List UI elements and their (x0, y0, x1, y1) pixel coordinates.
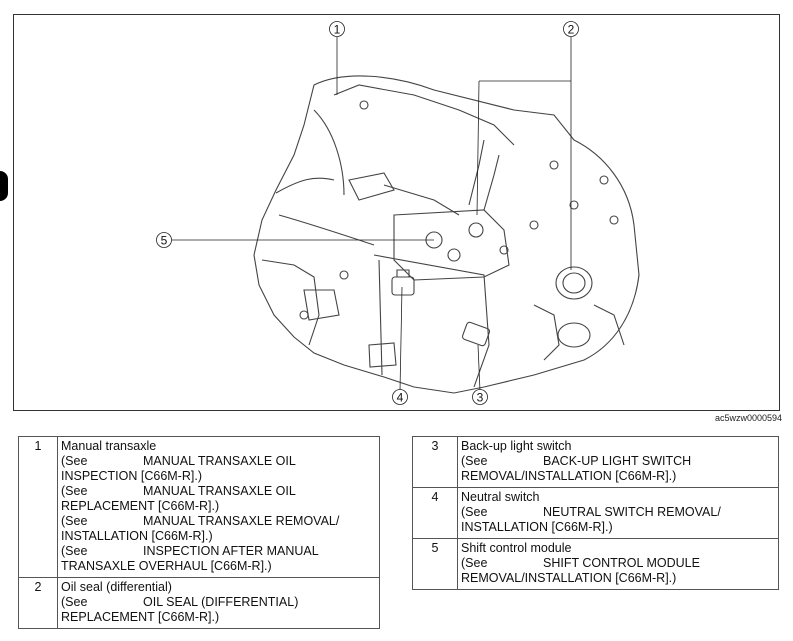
reference-title-continued: REPLACEMENT [C66M-R].) (61, 610, 220, 624)
reference-title: OIL SEAL (DIFFERENTIAL) (143, 595, 299, 609)
reference-title-continued: INSTALLATION [C66M-R].) (61, 529, 213, 543)
reference-title: MANUAL TRANSAXLE REMOVAL/ (143, 514, 340, 528)
callout-1 (329, 21, 345, 37)
reference-title-continued: REPLACEMENT [C66M-R].) (61, 499, 220, 513)
legend-description: Shift control module(See SHIFT CONTROL MO… (457, 538, 779, 590)
reference-title-continued: TRANSAXLE OVERHAUL [C66M-R].) (61, 559, 272, 573)
reference-link[interactable]: (See OIL SEAL (DIFFERENTIAL)REPLACEMENT [… (61, 595, 376, 625)
reference-title-continued: REMOVAL/INSTALLATION [C66M-R].) (461, 469, 677, 483)
reference-title-continued: REMOVAL/INSTALLATION [C66M-R].) (461, 571, 677, 585)
transaxle-illustration: 1 2 3 4 5 (13, 14, 780, 411)
callout-4 (392, 389, 408, 405)
component-name: Oil seal (differential) (61, 580, 172, 594)
component-name: Manual transaxle (61, 439, 157, 453)
see-prefix: (See (61, 544, 88, 558)
reference-title: MANUAL TRANSAXLE OIL (143, 454, 296, 468)
callout-label-2: 2 (568, 23, 575, 37)
legend-number: 4 (412, 487, 458, 539)
page-edge-tab (0, 171, 8, 201)
callout-3 (472, 389, 488, 405)
housing-outline (253, 75, 640, 394)
oil-seal-differential (555, 266, 593, 300)
callout-label-3: 3 (477, 391, 484, 405)
callout-2 (563, 21, 579, 37)
component-name: Shift control module (461, 541, 572, 555)
see-prefix: (See (61, 595, 88, 609)
reference-link[interactable]: (See NEUTRAL SWITCH REMOVAL/INSTALLATION … (461, 505, 775, 535)
reference-title: SHIFT CONTROL MODULE (543, 556, 700, 570)
legend-number: 5 (412, 538, 458, 590)
reference-title: BACK-UP LIGHT SWITCH (543, 454, 692, 468)
component-name: Back-up light switch (461, 439, 572, 453)
see-prefix: (See (61, 484, 88, 498)
see-prefix: (See (61, 514, 88, 528)
reference-title: INSPECTION AFTER MANUAL (143, 544, 319, 558)
back-up-light-switch (461, 321, 491, 347)
see-prefix: (See (461, 454, 488, 468)
see-prefix: (See (461, 556, 488, 570)
reference-title-continued: INSPECTION [C66M-R].) (61, 469, 202, 483)
component-name: Neutral switch (461, 490, 540, 504)
reference-title-continued: INSTALLATION [C66M-R].) (461, 520, 613, 534)
legend-number: 3 (412, 436, 458, 488)
legend-description: Oil seal (differential)(See OIL SEAL (DIF… (57, 577, 380, 629)
image-id: ac5wzw0000594 (714, 413, 782, 423)
see-prefix: (See (461, 505, 488, 519)
callout-label-4: 4 (397, 391, 404, 405)
reference-title: MANUAL TRANSAXLE OIL (143, 484, 296, 498)
see-prefix: (See (61, 454, 88, 468)
transaxle-drawing: 1 2 3 4 5 (156, 21, 640, 405)
legend-number: 2 (18, 577, 58, 629)
callout-5 (156, 232, 172, 248)
legend-description: Back-up light switch(See BACK-UP LIGHT SW… (457, 436, 779, 488)
callout-label-1: 1 (334, 23, 341, 37)
legend-number: 1 (18, 436, 58, 578)
callout-label-5: 5 (161, 234, 168, 248)
neutral-switch (391, 276, 415, 296)
reference-link[interactable]: (See MANUAL TRANSAXLE REMOVAL/INSTALLATIO… (61, 514, 376, 544)
legend-description: Neutral switch(See NEUTRAL SWITCH REMOVAL… (457, 487, 779, 539)
reference-title: NEUTRAL SWITCH REMOVAL/ (543, 505, 721, 519)
